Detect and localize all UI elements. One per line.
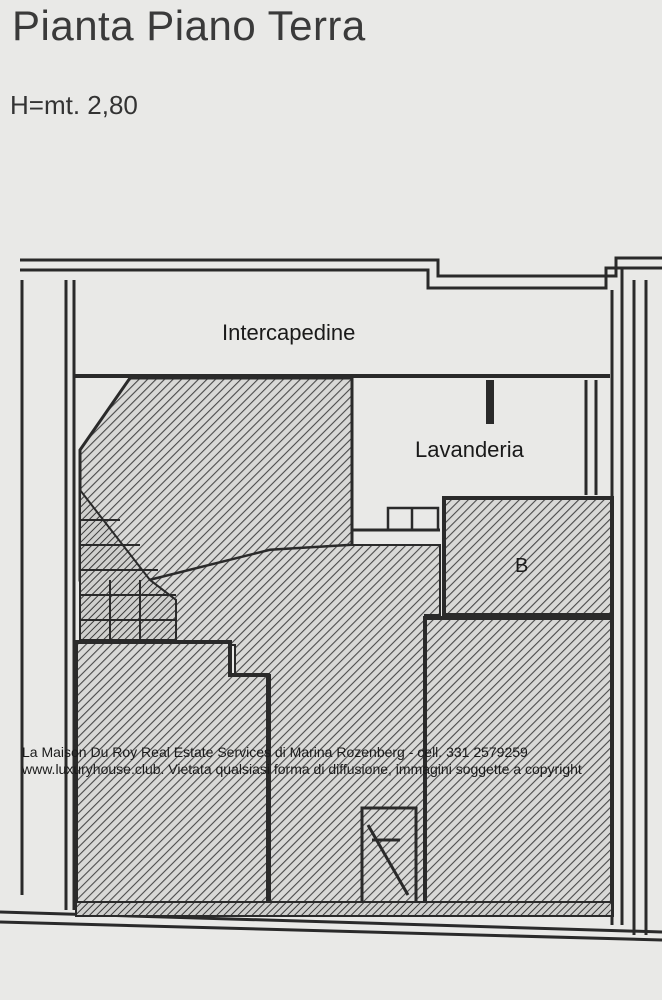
room-b — [442, 496, 614, 617]
room-b-label: B — [515, 555, 528, 577]
bottom-wall-band — [75, 901, 613, 917]
ceiling-height-label: H=mt. 2,80 — [10, 90, 138, 120]
right-wall — [610, 268, 648, 935]
door-frame — [386, 506, 440, 532]
plan-title: Pianta Piano Terra — [12, 2, 366, 49]
lavanderia-label: Lavanderia — [415, 437, 525, 462]
left-wall — [20, 280, 76, 910]
top-wall — [20, 256, 662, 290]
staircase — [79, 487, 177, 641]
lavanderia-partition — [486, 380, 494, 424]
copyright-watermark: La Maison Du Roy Real Estate Services di… — [22, 744, 582, 777]
intercapedine-label: Intercapedine — [222, 320, 355, 345]
